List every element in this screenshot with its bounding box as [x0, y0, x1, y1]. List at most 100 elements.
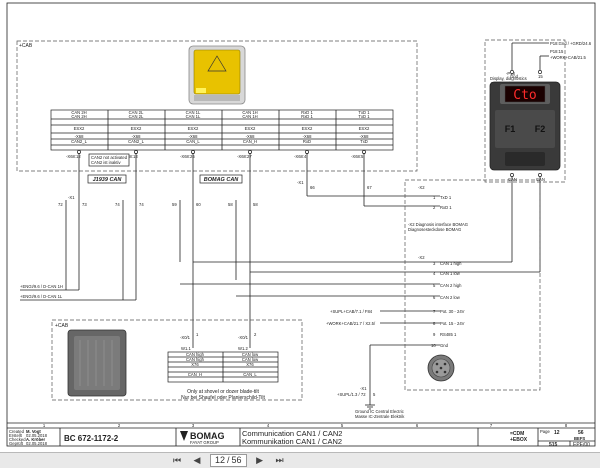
table-column-2: CAN 2L CAN 2L ESX2 -X68 CAN2_L — [128, 110, 144, 144]
x2-label: -X2 — [418, 185, 425, 190]
warning-icon — [207, 55, 227, 72]
col-x68: -X68 — [189, 134, 199, 139]
next-page-button[interactable]: ▶ — [256, 455, 263, 465]
bomag-can-label: BOMAG CAN — [204, 177, 240, 183]
page-indicator[interactable]: 12 / 56 — [210, 454, 247, 467]
tl-cell: CAN high — [186, 352, 205, 357]
x2-pin-no: 6 — [433, 295, 436, 300]
tr-cell: CAN low — [242, 357, 259, 362]
supl-ref: +SUPL/1.3 / 72 — [337, 392, 366, 397]
brand-sub: FAYAT GROUP — [190, 440, 219, 445]
j1939-box — [87, 174, 127, 184]
pin-label: -X68:27 — [237, 154, 252, 159]
x2-region — [404, 179, 541, 391]
display-text: Cto — [513, 88, 536, 103]
p18-can: CAN — [508, 177, 517, 182]
checked-by: A. Kröber — [26, 437, 45, 442]
f2-button: F2 — [535, 124, 546, 134]
x2-label-2: -X2 — [418, 255, 425, 260]
x1-bottom-pin: 5 — [373, 392, 376, 397]
col-name-de: RxD 1 — [301, 114, 313, 119]
col-esx: ESX2 — [131, 126, 142, 131]
pin-label: -X68:5 — [351, 154, 364, 159]
col-mid: CAN_L — [186, 139, 200, 144]
col-x68: -X68 — [246, 134, 256, 139]
x1-right-label: -X1 — [297, 180, 304, 185]
col-mid: TxD — [360, 139, 368, 144]
brand: BOMAG — [190, 431, 225, 441]
grid-number: 3 — [192, 423, 195, 428]
p18-pin: Gnd — [510, 74, 519, 79]
doc-number: BC 672-1172-2 — [64, 434, 119, 443]
esx-controller — [188, 45, 246, 105]
p18-desc-en: Display, diagnostics — [490, 76, 527, 81]
x2-pin-no: 10 — [431, 343, 436, 348]
ground-icon — [365, 404, 375, 410]
x2-pin-label: TxD 1 — [440, 195, 452, 200]
col-x68: -X68 — [132, 134, 142, 139]
prev-page-button[interactable]: ◀ — [193, 455, 201, 465]
title-block: Created Erstellt M. Vogt 02.05.2018 Chec… — [9, 428, 595, 448]
x2-pin-label: RS485 1 — [440, 332, 457, 337]
display-unit: Cto F1 F2 — [489, 81, 561, 171]
checked-date: 02.05.2018 — [26, 441, 48, 446]
x1-pin: 58 — [228, 202, 233, 207]
blade-note-de: Nur bei Shaufel oder Planierschild-Tilt — [181, 395, 265, 401]
j1939-label: J1939 CAN — [93, 177, 123, 183]
x2-pin-label: Pot. 15 - 24V — [440, 321, 465, 326]
grid-number: 6 — [416, 423, 419, 428]
grid-number: 4 — [267, 423, 270, 428]
col-name: RxD 1 — [301, 110, 313, 115]
x2-desc-de: Diagnosesteckdose BOMAG — [408, 227, 461, 232]
col-name-de: TxD 1 — [358, 114, 370, 119]
sheet-no: 12 — [554, 430, 560, 436]
tl-cell: CAN high — [186, 357, 205, 362]
col-name-de: CAN 1H — [242, 114, 257, 119]
p18-pin: 15 — [538, 74, 543, 79]
note-box — [88, 153, 130, 167]
x2-pin-no: 4 — [433, 271, 436, 276]
created-label-de: Erstellt — [9, 433, 23, 438]
col-esx: ESX2 — [188, 126, 199, 131]
x2-pin-label: CAN 2 high — [440, 283, 462, 288]
x2-pin-no: 9 — [433, 332, 436, 337]
col-name-de: CAN 2L — [129, 114, 144, 119]
current-page[interactable]: 12 — [215, 455, 226, 465]
x0-right-label: -X0/1 — [238, 335, 249, 340]
cab-region-top — [16, 40, 418, 172]
col-esx: ESX2 — [74, 126, 85, 131]
first-page-button[interactable]: ⏮ — [172, 455, 182, 465]
xw-right: W1.2 — [238, 346, 248, 351]
tl-cell: CAN_H — [188, 372, 202, 377]
x2-pin-label: Pot. 30 - 24V — [440, 309, 465, 314]
p18-region — [484, 39, 566, 183]
controller-pins: -X68:12 -X68:13 -X68:26 -X68:27 -X68:4 -… — [66, 150, 366, 159]
col-name: CAN 1H — [242, 110, 257, 115]
engine-can-1h: +ENGI/9.6 / D-CAN 1H — [20, 284, 63, 289]
x0-left-label: -X0/1 — [180, 335, 191, 340]
col-x68: -X68 — [360, 134, 370, 139]
x1-pin: 60 — [196, 202, 201, 207]
tr-cell: CAN low — [242, 352, 259, 357]
col-name: CAN 2L — [129, 110, 144, 115]
col-esx: ESX2 — [245, 126, 256, 131]
last-page-button[interactable]: ⏭ — [275, 455, 284, 465]
pin-label: -X68:12 — [66, 154, 81, 159]
x1-pin: 59 — [172, 202, 177, 207]
x2-pin-no: 5 — [433, 283, 436, 288]
x2-pin-label: Gnd — [440, 343, 449, 348]
x2-pin-label: CAN 2 low — [440, 295, 461, 300]
code1: =CDM — [510, 431, 524, 437]
x1-pin: 58 — [253, 202, 258, 207]
col-x68: -X68 — [75, 134, 85, 139]
tr-cell: X76 — [246, 362, 254, 367]
col-name-de: CAN 1L — [186, 114, 201, 119]
sub-controller — [67, 329, 127, 397]
blade-note-en: Only at shovel or dozer blade-tilt — [187, 389, 259, 395]
bomag-can-box — [199, 174, 243, 184]
x1-pin: 74 — [139, 202, 144, 207]
grid-number: 1 — [43, 423, 46, 428]
col-name: CAN 2H — [71, 110, 86, 115]
sheet-frame — [6, 2, 596, 447]
